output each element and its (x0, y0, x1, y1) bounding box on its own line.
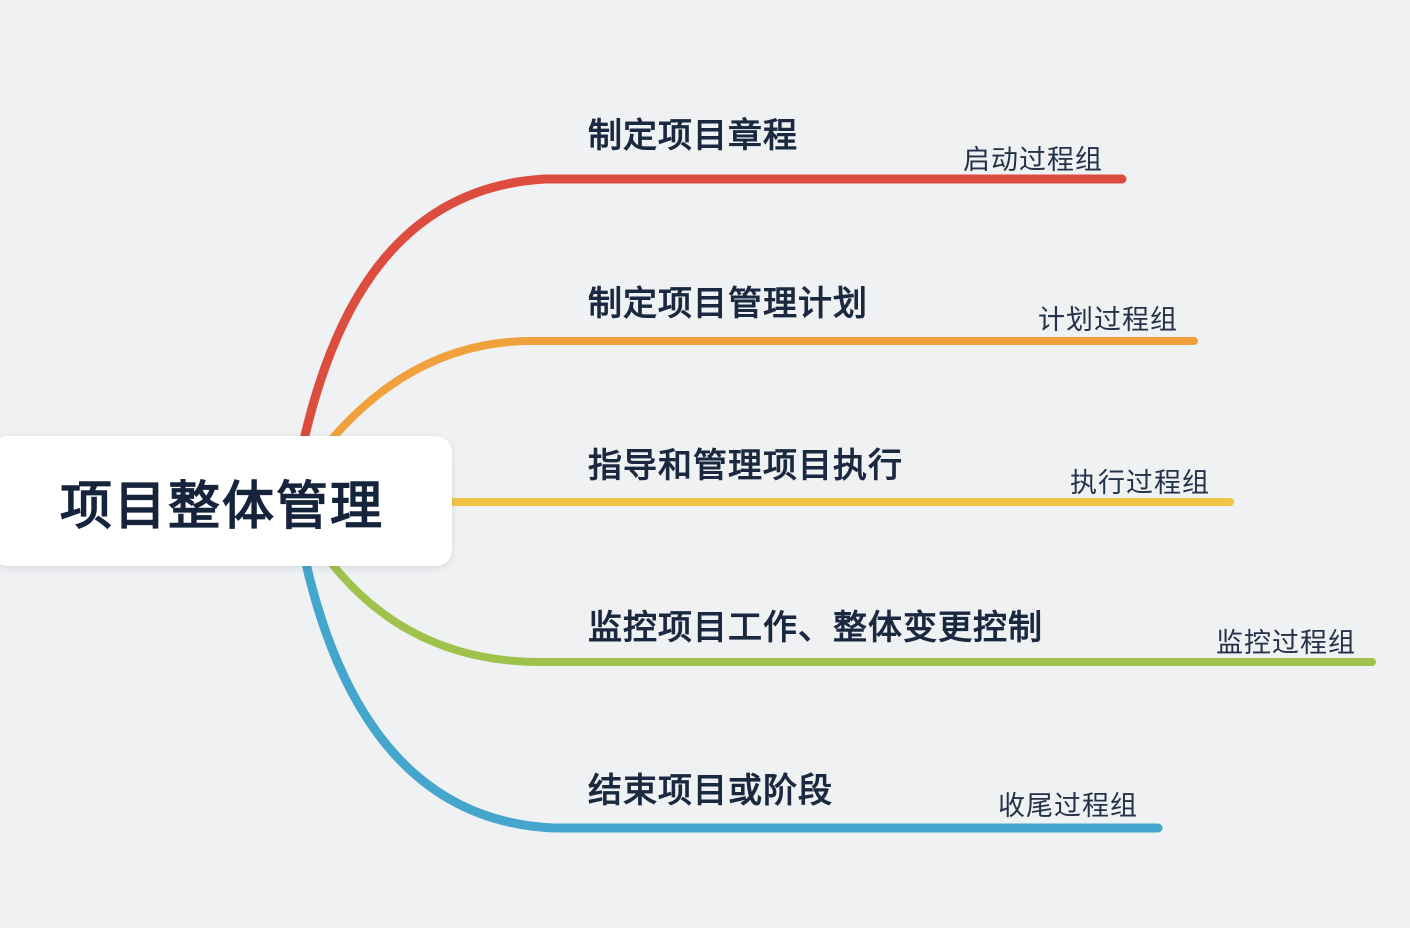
branch-title-initiating[interactable]: 制定项目章程 (588, 117, 798, 155)
branch-tag-initiating[interactable]: 启动过程组 (963, 145, 1103, 175)
branch-title-closing[interactable]: 结束项目或阶段 (588, 772, 833, 810)
branch-tag-executing[interactable]: 执行过程组 (1070, 468, 1210, 498)
branch-tag-closing[interactable]: 收尾过程组 (998, 791, 1138, 821)
branch-line-closing (295, 530, 1163, 833)
root-node-label: 项目整体管理 (59, 477, 384, 536)
root-node[interactable]: 项目整体管理 (0, 436, 452, 566)
branch-tag-planning[interactable]: 计划过程组 (1038, 305, 1178, 335)
branch-title-planning[interactable]: 制定项目管理计划 (588, 285, 868, 323)
branch-tag-monitoring[interactable]: 监控过程组 (1216, 628, 1356, 658)
branch-title-monitoring[interactable]: 监控项目工作、整体变更控制 (588, 609, 1043, 647)
branch-title-executing[interactable]: 指导和管理项目执行 (588, 447, 903, 485)
branch-line-initiating (293, 174, 1127, 473)
